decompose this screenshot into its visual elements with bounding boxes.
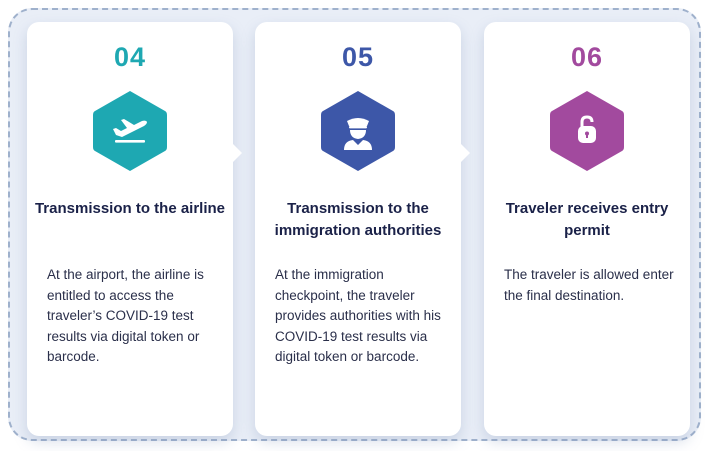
step-title: Transmission to the airline bbox=[34, 200, 226, 217]
immigration-officer-icon bbox=[344, 118, 372, 150]
step-description: At the immigration checkpoint, the trave… bbox=[275, 267, 441, 364]
hexagon-badge bbox=[549, 88, 625, 174]
step-card-06: 06 Traveler receives entry permit The tr… bbox=[484, 22, 690, 436]
step-number: 05 bbox=[341, 42, 375, 72]
airplane-takeoff-icon bbox=[113, 119, 147, 143]
step-card-05: 05 Transmission to the immigration autho… bbox=[255, 22, 470, 436]
unlocked-padlock-icon bbox=[578, 115, 596, 143]
step-card-04: 04 Transmission to the airline At the ai… bbox=[27, 22, 242, 436]
step-number: 06 bbox=[570, 42, 604, 72]
next-step-arrow bbox=[233, 144, 242, 162]
hexagon-badge bbox=[320, 88, 396, 174]
hexagon-badge bbox=[92, 88, 168, 174]
step-number: 04 bbox=[113, 42, 147, 72]
step-title: Traveler receives entry permit bbox=[505, 200, 669, 239]
step-description: The traveler is allowed enter the final … bbox=[504, 267, 674, 303]
next-step-arrow bbox=[461, 144, 470, 162]
step-description: At the airport, the airline is entitled … bbox=[47, 267, 204, 364]
step-title: Transmission to the immigration authorit… bbox=[274, 200, 442, 239]
